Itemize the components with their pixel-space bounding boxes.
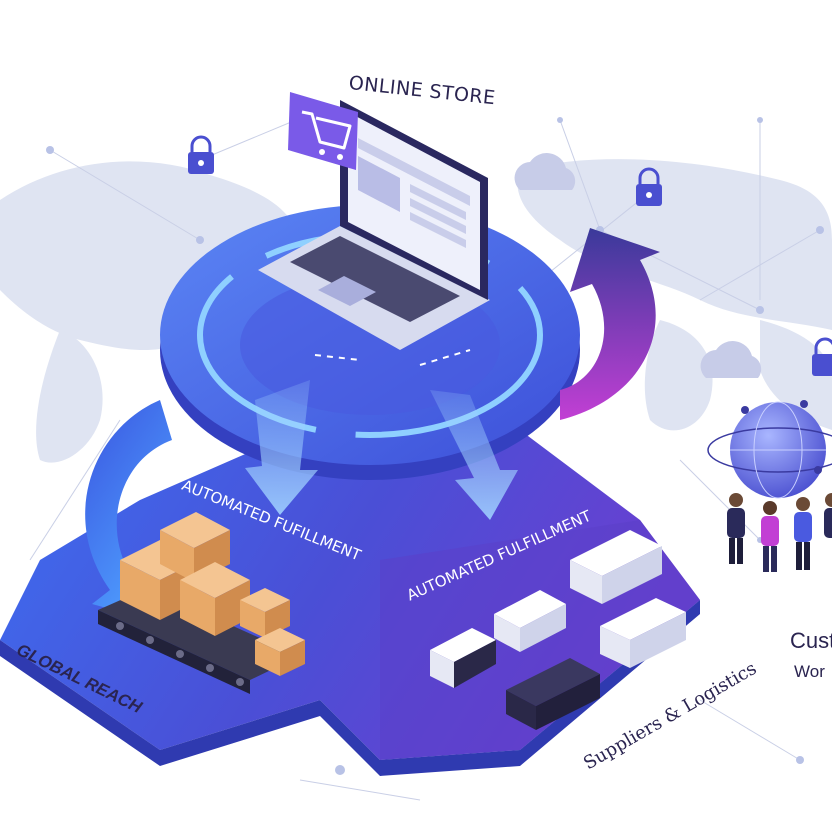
laptop-icon [258,100,490,350]
cloud-icon [514,153,576,190]
flow-arrow-down-left [245,380,318,515]
lock-icon [188,135,214,174]
person-icon [761,501,779,572]
person-icon [727,493,745,564]
globe-icon [707,400,832,499]
customers-label: Cust [790,628,832,653]
person-icon [794,497,812,570]
truck-icon [494,590,566,652]
worldwide-label: Wor [794,662,825,681]
person-icon [824,493,832,538]
world-map-background [0,159,832,463]
truck-icon [430,628,496,688]
truck-icon [570,530,662,604]
curved-arrow-right [560,228,660,420]
cloud-icon [700,341,762,378]
package-icon [120,512,305,676]
cart-icon [288,92,358,170]
flow-arrow-down-right [430,390,518,520]
lock-icon [812,337,832,376]
network-lines [29,109,821,801]
curved-arrow-left [85,400,172,620]
lock-icon [636,167,662,206]
truck-icon [600,598,686,668]
truck-icon [506,658,600,730]
